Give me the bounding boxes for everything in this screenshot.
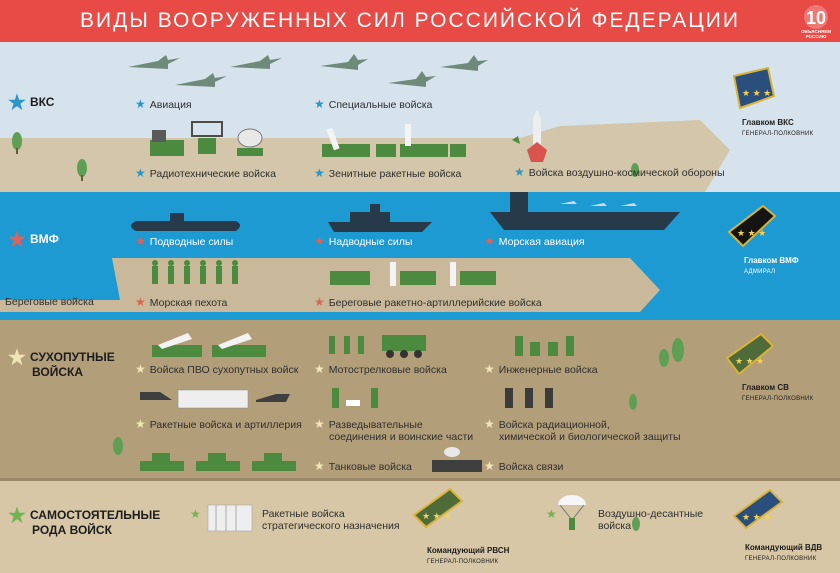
radar-icon (150, 121, 263, 156)
tree-icon (113, 338, 684, 455)
svg-text:10: 10 (806, 8, 826, 28)
commander-vks: Главком ВКСгенерал-полковник (742, 118, 814, 137)
svg-text:★ ★ ★: ★ ★ ★ (742, 512, 771, 522)
vmf-item-naval-aviation: ★Морская авиация (484, 234, 585, 248)
coastal-missile-truck-icon (330, 262, 496, 286)
title-bar: ВИДЫ ВООРУЖЕННЫХ СИЛ РОССИЙСКОЙ ФЕДЕРАЦИ… (0, 0, 840, 42)
fighter-jet-icon (128, 54, 488, 87)
branch-srv-label-1: САМОСТОЯТЕЛЬНЫЕ (29, 508, 161, 522)
shoulder-strap-sv-icon: ★ ★ ★ (725, 332, 775, 376)
logo-text: ОБЪЯСНЯЕМ РОССИЮ (800, 29, 832, 39)
artillery-icon (140, 389, 290, 409)
page-title: ВИДЫ ВООРУЖЕННЫХ СИЛ РОССИЙСКОЙ ФЕДЕРАЦИ… (79, 9, 740, 32)
rocket-launch-icon (512, 110, 547, 162)
vks-item-aviation: ★Авиация (135, 97, 192, 111)
commander-vdv: Командующий ВДВгенерал-полковник (745, 543, 823, 562)
vks-item-sam: ★Зенитные ракетные войска (314, 166, 462, 180)
vks-item-aerospace-defense: ★Войска воздушно-космической обороны (514, 165, 725, 179)
vmf-item-marines: ★Морская пехота (135, 295, 228, 309)
srv-band (0, 480, 840, 573)
tree-icon (12, 132, 639, 181)
signal-vehicle-icon (432, 447, 482, 472)
branch-vmf-label: ВМФ (29, 232, 59, 246)
air-defense-launcher-icon (152, 333, 266, 357)
srv-item-rvsn-star: ★ (190, 507, 201, 521)
vmf-item-coastal-missile: ★Береговые ракетно-артиллерийские войска (314, 295, 542, 309)
submarine-icon (131, 221, 240, 231)
branch-srv-label-2: РОДА ВОЙСК (32, 523, 112, 537)
icbm-icon (207, 504, 253, 532)
sv-item-air-defense: ★Войска ПВО сухопутных войск (135, 362, 299, 376)
svg-text:★ ★ ★: ★ ★ ★ (737, 228, 766, 238)
sv-item-engineering: ★Инженерные войска (484, 362, 598, 376)
vmf-item-coastal: Береговые войска (5, 296, 94, 308)
paratrooper-icon (558, 495, 586, 530)
branch-vks-label: ВКС (29, 95, 55, 109)
recon-soldier-icon (332, 388, 378, 408)
sam-launcher-icon (322, 124, 466, 157)
vks-item-special: ★Специальные войска (314, 97, 433, 111)
shoulder-strap-vdv-icon: ★ ★ ★ (732, 488, 784, 530)
svg-text:★ ★ ★: ★ ★ ★ (742, 88, 771, 98)
shoulder-strap-vmf-icon: ★ ★ ★ (727, 204, 777, 248)
branch-sv-label-1: СУХОПУТНЫЕ (29, 350, 115, 364)
srv-item-vdv-star: ★ (546, 507, 557, 521)
vks-item-radio: ★Радиотехнические войска (135, 166, 276, 180)
commander-rvsn: Командующий РВСНгенерал-полковник (427, 546, 510, 565)
marine-soldier-icon (152, 260, 238, 284)
sv-item-signal: ★Войска связи (484, 459, 564, 473)
engineer-icon (515, 336, 574, 356)
warship-icon (328, 204, 432, 232)
branch-sv-label-2: ВОЙСКА (32, 365, 83, 379)
sv-item-artillery: ★Ракетные войска и артиллерия (135, 417, 302, 431)
vmf-item-submarine: ★Подводные силы (135, 234, 234, 248)
commander-vmf: Главком ВМФадмирал (744, 256, 799, 275)
vmf-item-surface: ★Надводные силы (314, 234, 413, 248)
svg-text:★ ★ ★: ★ ★ ★ (422, 511, 451, 521)
branch-vmf: ★ВМФ (8, 229, 59, 251)
infantry-icon (329, 335, 426, 358)
tree-icon (632, 517, 640, 531)
shoulder-strap-vks-icon: ★ ★ ★ (732, 66, 776, 110)
logo: 10 ОБЪЯСНЯЕМ РОССИЮ (798, 4, 834, 40)
branch-vks: ★ВКС (8, 92, 55, 114)
tank-icon (140, 453, 296, 471)
commander-sv: Главком СВгенерал-полковник (742, 383, 814, 402)
rcb-protection-icon (505, 388, 553, 408)
sv-item-tank: ★Танковые войска (314, 459, 412, 473)
sv-item-rcb: ★Войска радиационной,химической и биолог… (484, 417, 681, 443)
sv-item-motorized: ★Мотострелковые войска (314, 362, 447, 376)
shoulder-strap-rvsn-icon: ★ ★ ★ (412, 487, 464, 529)
svg-text:★ ★ ★: ★ ★ ★ (735, 356, 764, 366)
aircraft-carrier-icon (490, 192, 680, 230)
